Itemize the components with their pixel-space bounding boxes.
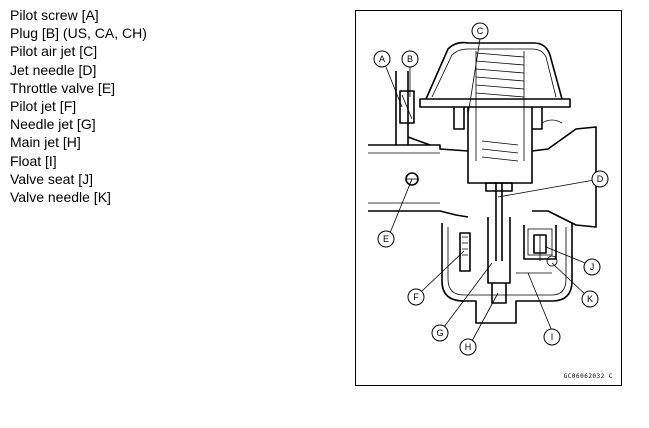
- carburetor-diagram-frame: A B C D E F G H I J K GC060620: [355, 10, 622, 386]
- callout-a: A: [373, 50, 391, 68]
- carburetor-diagram: A B C D E F G H I J K: [368, 22, 609, 356]
- callout-k: K: [581, 290, 599, 308]
- callout-e: E: [377, 230, 395, 248]
- callout-h: H: [459, 338, 477, 356]
- leader-lines: [385, 38, 601, 342]
- svg-text:G: G: [436, 328, 443, 338]
- svg-text:J: J: [590, 262, 595, 272]
- legend-item-valve-needle: Valve needle [K]: [10, 189, 111, 206]
- svg-text:B: B: [407, 54, 413, 64]
- callout-g: G: [431, 324, 449, 342]
- legend-item-pilot-air-jet: Pilot air jet [C]: [10, 43, 98, 60]
- figure-code: GC06062032 C: [563, 373, 613, 380]
- svg-text:F: F: [413, 292, 419, 302]
- legend-item-pilot-jet: Pilot jet [F]: [10, 98, 77, 115]
- legend-item-valve-seat: Valve seat [J]: [10, 170, 94, 187]
- svg-text:H: H: [465, 342, 472, 352]
- legend-item-throttle-valve: Throttle valve [E]: [10, 79, 116, 96]
- callout-i: I: [543, 328, 561, 346]
- carburetor-body: [368, 41, 597, 324]
- svg-text:C: C: [477, 26, 484, 36]
- legend-item-needle-jet: Needle jet [G]: [10, 116, 96, 133]
- callout-f: F: [407, 288, 425, 306]
- svg-text:D: D: [597, 174, 604, 184]
- svg-text:E: E: [383, 234, 389, 244]
- callout-j: J: [583, 258, 601, 276]
- svg-text:K: K: [587, 294, 593, 304]
- svg-text:A: A: [379, 54, 385, 64]
- callout-c: C: [471, 22, 489, 40]
- legend-item-float: Float [I]: [10, 152, 57, 169]
- callout-d: D: [591, 170, 609, 188]
- callout-b: B: [401, 50, 419, 68]
- legend-item-jet-needle: Jet needle [D]: [10, 61, 97, 78]
- legend-item-plug: Plug [B] (US, CA, CH): [10, 25, 147, 42]
- legend-item-main-jet: Main jet [H]: [10, 134, 81, 151]
- parts-legend: Pilot screw [A] Plug [B] (US, CA, CH) Pi…: [10, 6, 147, 206]
- legend-item-pilot-screw: Pilot screw [A]: [10, 7, 99, 23]
- svg-text:I: I: [551, 332, 554, 342]
